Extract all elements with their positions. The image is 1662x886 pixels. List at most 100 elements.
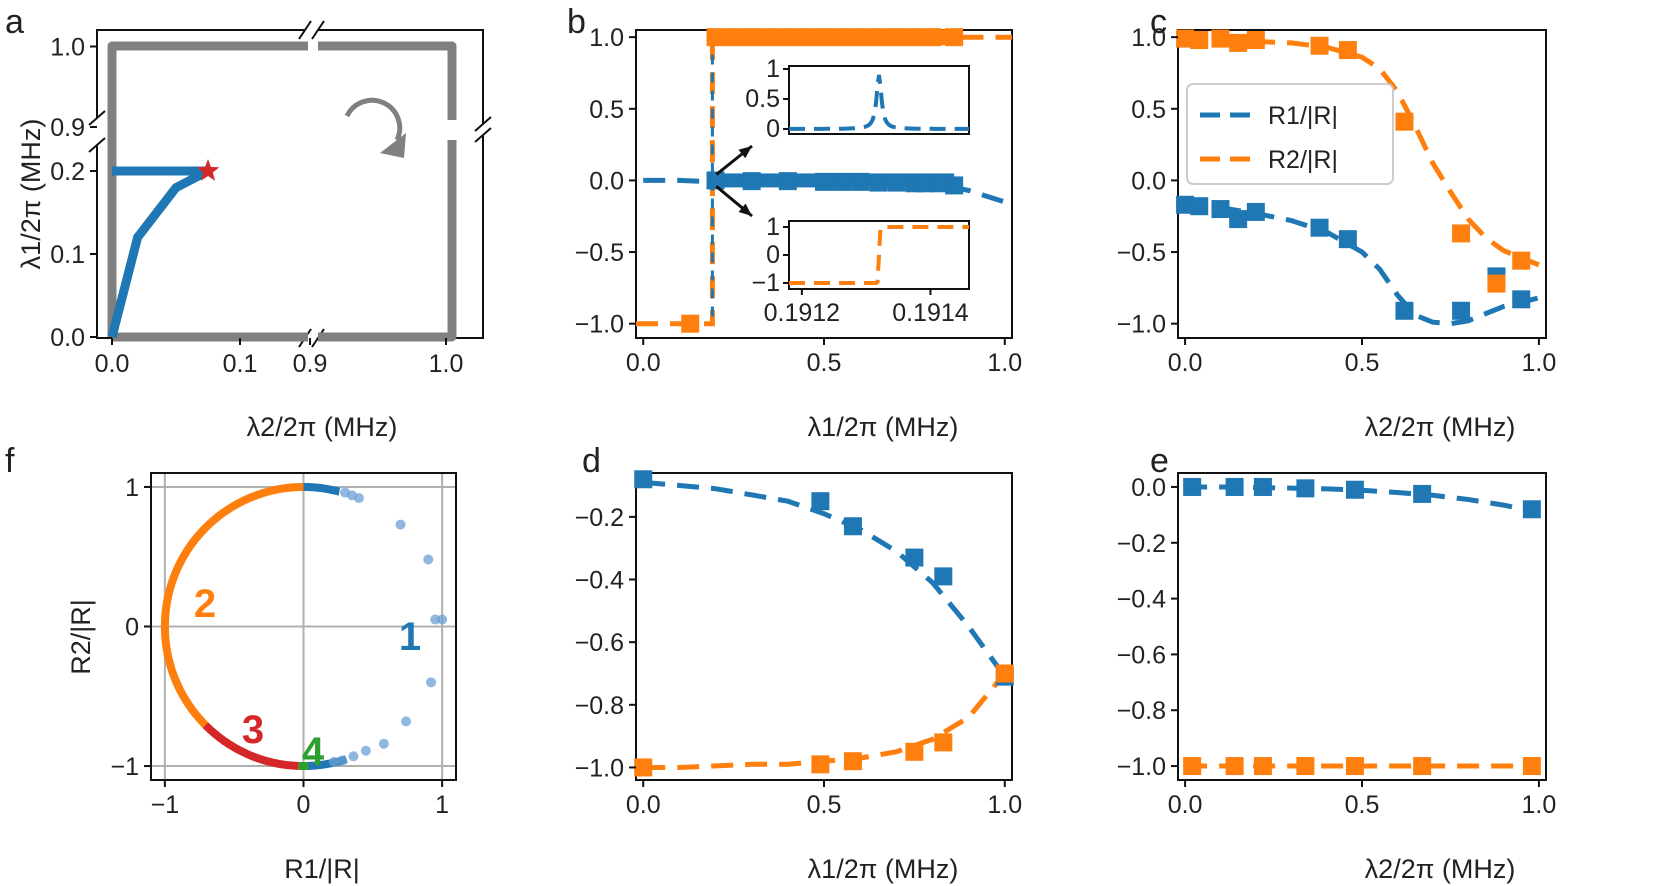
panel-f-ytick-label: 1 [125,474,139,502]
panel-d-data-marker-2 [995,664,1014,683]
panel-b-data-marker-1 [930,174,949,193]
panel-b-data-marker-2 [760,28,779,47]
panel-f-xtick-label: −1 [151,791,180,819]
panel-f-arc-region-2-3 [160,483,304,728]
panel-b-inset-arrowhead-2 [738,203,752,216]
panel-a-xtick-label: 0.0 [95,350,130,378]
panel-f-region-label-1: 1 [399,615,421,659]
panel-a-axis-break [298,20,312,40]
panel-a-axis-break [88,137,106,153]
panel-f-scatter-point [360,745,371,756]
panel-letter-f: f [5,442,15,480]
panel-f-region-label-3: 3 [242,708,264,752]
panel-d-data-marker-2 [811,755,830,774]
panel-c-legend-label-1: R1/|R| [1268,102,1338,130]
panel-b-data-marker-2 [923,28,942,47]
panel-f-ytick-label: −1 [110,753,139,781]
panel-c-data-marker-2 [1229,33,1248,52]
panel-e-data-marker-2 [1296,757,1315,776]
panel-c-ytick-label: 0.5 [1131,96,1166,124]
panel-a-rotation-arrowhead [380,133,406,158]
panel-e-data-marker-2 [1225,757,1244,776]
panel-b-data-marker-2 [887,28,906,47]
panel-f-region-label-2: 2 [194,582,216,626]
panel-b-xlabel: λ1/2π (MHz) [808,412,959,442]
panel-f-scatter-point [426,677,437,688]
panel-a-gray-loop [107,41,457,342]
panel-d-data-marker-2 [634,758,653,777]
panel-b-ytick-label: 1.0 [589,24,624,52]
panel-d-data-marker-2 [843,752,862,771]
panel-d-xtick-label: 0.5 [807,791,842,819]
panel-f-region-label-4: 4 [302,730,325,774]
panel-c-xtick-label: 0.5 [1345,349,1380,377]
panel-f-ylabel: R2/|R| [66,599,96,675]
panel-e-ytick-label: −0.4 [1117,586,1166,614]
panel-a-frame-lower-right [318,135,484,339]
panel-d-ytick-label: −0.4 [575,567,624,595]
panel-b-data-marker-2 [815,28,833,47]
panel-c-data-marker-1 [1338,230,1357,249]
panel-d-theory-1 [642,479,1007,679]
panel-b-xtick-label: 0.5 [807,349,842,377]
panel-a-xlabel: λ2/2π (MHz) [247,412,398,442]
panel-a-axis-break [311,20,325,40]
panel-c-data-marker-1 [1395,301,1414,320]
panel-e-data-marker-1 [1413,484,1432,503]
panel-e-data-marker-2 [1522,757,1541,776]
panel-c-theory-2 [1185,36,1540,268]
panel-c-data-marker-2 [1338,41,1357,60]
panel-e-data-marker-2 [1345,757,1364,776]
panel-f-ytick-label: 0 [125,614,139,642]
panel-c-data-marker-1 [1512,290,1531,309]
panel-b-ytick-label: −0.5 [575,239,624,267]
panel-d-data-marker-1 [934,567,953,586]
panel-f-scatter-point [423,554,434,565]
panel-b-data-marker-2 [833,28,852,47]
panel-d-data-marker-1 [843,517,862,536]
panel-b-inset-bottom-ytick-label: −1 [751,269,780,297]
panel-c-data-marker-1 [1229,210,1248,229]
panel-letter-e: e [1150,442,1169,480]
panel-a-ylabel: λ1/2π (MHz) [16,119,46,270]
panel-b-xtick-label: 1.0 [987,349,1022,377]
panel-a-axis-break [88,110,106,126]
panel-f-scatter-point [437,614,448,625]
panel-c-xtick-label: 1.0 [1522,349,1557,377]
panel-b-ytick-label: 0.0 [589,167,624,195]
panel-b-data-marker-2 [778,28,797,47]
panel-b-inset-bottom-xtick-label: 0.1914 [892,299,969,327]
panel-b-data-marker-1 [945,176,964,195]
panel-b-data-marker-1 [851,172,870,191]
panel-b-data-marker-1 [887,173,906,192]
panel-f-scatter-point [378,738,389,749]
panel-e-data-marker-1 [1183,477,1202,496]
panel-c-data-marker-1 [1190,197,1209,216]
panel-a-axis-break [474,127,492,143]
panel-b-inset-bottom-step [789,225,969,285]
panel-c-xlabel: λ2/2π (MHz) [1365,412,1516,442]
panel-b-data-marker-1 [778,172,797,191]
panel-b-inset-top-peak [789,74,969,131]
panel-letter-c: c [1150,3,1167,41]
panel-c-theory-1 [1184,202,1540,327]
panel-d-ytick-label: −0.8 [575,692,624,720]
panel-f-xlabel: R1/|R| [284,854,360,884]
panel-b-data-marker-1 [916,174,935,193]
panel-f-scatter-point [329,756,339,767]
panel-c-data-marker-2 [1246,31,1265,50]
panel-b-data-marker-2 [851,28,870,47]
panel-f-xtick-label: 1 [435,791,449,819]
panel-d-ytick-label: −0.6 [575,629,624,657]
panel-a-path-1 [107,167,211,339]
panel-c-data-marker-2 [1487,274,1506,293]
panel-f-xtick-label: 0 [297,791,311,819]
panel-b-inset-top-ytick-label: 0 [766,115,780,143]
panel-d-theory-2 [643,671,1007,770]
